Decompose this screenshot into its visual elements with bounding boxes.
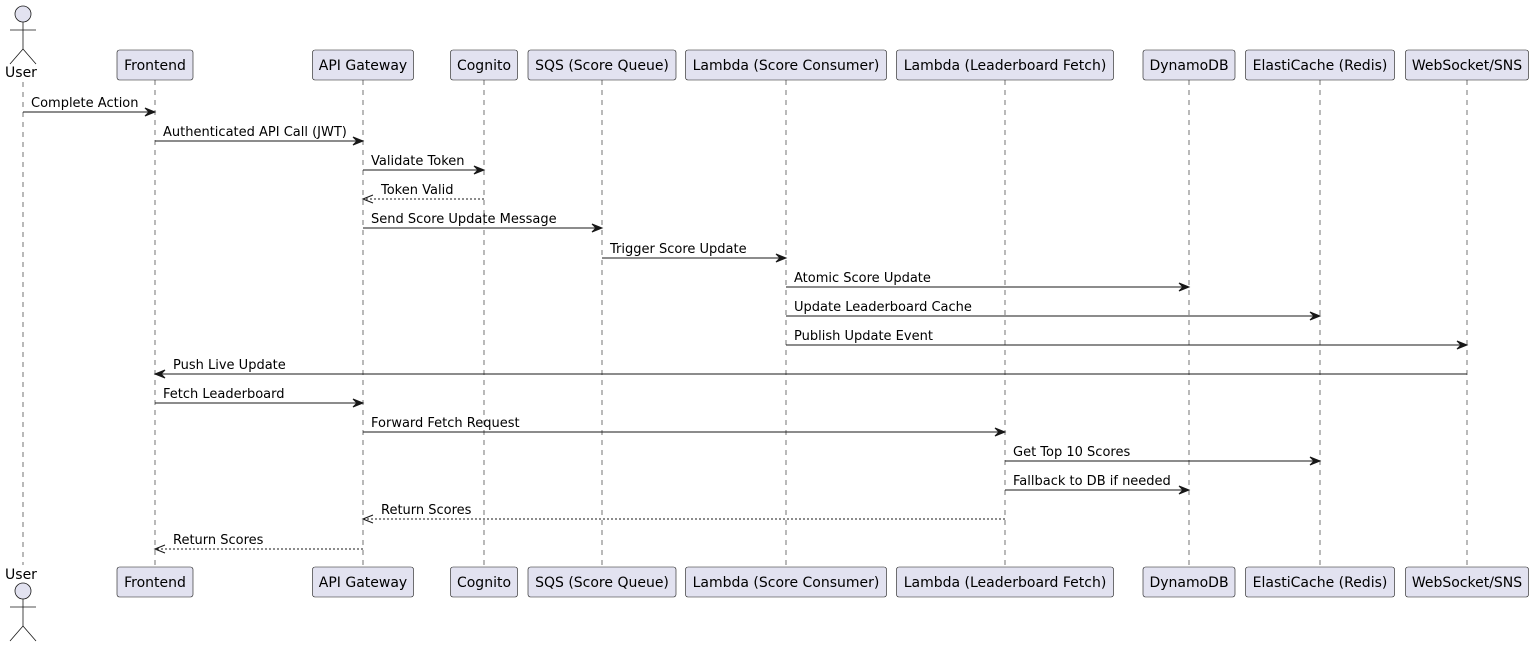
participant-elasticache-top: ElastiCache (Redis) — [1245, 49, 1395, 81]
actor-label: User — [5, 65, 37, 81]
arrowhead-icon — [352, 398, 365, 408]
actor-user-bottom: User — [5, 567, 37, 642]
actor-user-top: User — [5, 5, 37, 81]
participant-label: WebSocket/SNS — [1412, 575, 1522, 591]
message-label: Push Live Update — [173, 358, 286, 373]
participant-dynamodb-bottom: DynamoDB — [1142, 566, 1236, 598]
message-label: Complete Action — [31, 96, 139, 111]
participant-label: Cognito — [457, 58, 511, 74]
participant-cognito-bottom: Cognito — [450, 566, 518, 598]
arrowhead-icon — [153, 544, 166, 554]
participant-label: Lambda (Leaderboard Fetch) — [904, 575, 1107, 591]
arrowhead-icon — [153, 369, 166, 379]
message-label: Return Scores — [173, 533, 264, 548]
participant-label: Frontend — [124, 575, 186, 591]
participant-label: Lambda (Leaderboard Fetch) — [904, 58, 1107, 74]
message-label: Send Score Update Message — [371, 212, 557, 227]
message-2: Authenticated API Call (JWT) — [155, 125, 365, 146]
participant-apigw-bottom: API Gateway — [312, 566, 414, 598]
message-label: Forward Fetch Request — [371, 416, 520, 431]
participant-label: API Gateway — [319, 575, 407, 591]
actor-icon — [9, 5, 37, 65]
actor-label: User — [5, 567, 37, 583]
arrowhead-icon — [1456, 340, 1469, 350]
arrowhead-icon — [1178, 282, 1191, 292]
message-label: Publish Update Event — [794, 329, 933, 344]
message-13: Get Top 10 Scores — [1005, 445, 1322, 466]
message-label: Fetch Leaderboard — [163, 387, 285, 402]
participant-lambda_consumer-top: Lambda (Score Consumer) — [685, 49, 887, 81]
participant-label: SQS (Score Queue) — [535, 58, 669, 74]
message-label: Trigger Score Update — [609, 242, 747, 257]
arrowhead-icon — [361, 514, 374, 524]
arrowhead-icon — [144, 107, 157, 117]
message-label: Get Top 10 Scores — [1013, 445, 1130, 460]
participant-lambda_fetch-top: Lambda (Leaderboard Fetch) — [896, 49, 1114, 81]
message-label: Validate Token — [371, 154, 465, 169]
participant-frontend-bottom: Frontend — [116, 566, 194, 598]
participant-label: API Gateway — [319, 58, 407, 74]
participant-apigw-top: API Gateway — [312, 49, 414, 81]
arrowhead-icon — [473, 165, 486, 175]
message-16: Return Scores — [153, 533, 363, 554]
message-label: Token Valid — [380, 183, 453, 198]
participant-label: Lambda (Score Consumer) — [693, 58, 880, 74]
message-12: Forward Fetch Request — [363, 416, 1007, 437]
arrowhead-icon — [352, 136, 365, 146]
arrowhead-icon — [775, 253, 788, 263]
message-3: Validate Token — [363, 154, 486, 175]
participant-lambda_fetch-bottom: Lambda (Leaderboard Fetch) — [896, 566, 1114, 598]
arrowhead-icon — [361, 194, 374, 204]
participant-websocket-top: WebSocket/SNS — [1405, 49, 1529, 81]
participant-label: SQS (Score Queue) — [535, 575, 669, 591]
arrowhead-icon — [1309, 456, 1322, 466]
message-1: Complete Action — [23, 96, 157, 117]
message-4: Token Valid — [361, 183, 484, 204]
lifelines — [22, 80, 1468, 567]
participant-lambda_consumer-bottom: Lambda (Score Consumer) — [685, 566, 887, 598]
participant-label: Cognito — [457, 575, 511, 591]
message-10: Push Live Update — [153, 358, 1467, 379]
arrowhead-icon — [591, 223, 604, 233]
participant-label: ElastiCache (Redis) — [1253, 575, 1388, 591]
arrowhead-icon — [994, 427, 1007, 437]
message-14: Fallback to DB if needed — [1005, 474, 1191, 495]
participant-cognito-top: Cognito — [450, 49, 518, 81]
participants-top: User Frontend API Gateway Cognito SQS (Score… — [5, 5, 1529, 81]
participant-sqs-bottom: SQS (Score Queue) — [527, 566, 677, 598]
message-8: Update Leaderboard Cache — [786, 300, 1322, 321]
arrowhead-icon — [1309, 311, 1322, 321]
participant-label: Frontend — [124, 58, 186, 74]
actor-icon — [9, 582, 37, 642]
participant-dynamodb-top: DynamoDB — [1142, 49, 1236, 81]
participant-elasticache-bottom: ElastiCache (Redis) — [1245, 566, 1395, 598]
message-5: Send Score Update Message — [363, 212, 604, 233]
message-11: Fetch Leaderboard — [155, 387, 365, 408]
message-label: Update Leaderboard Cache — [794, 300, 972, 315]
message-15: Return Scores — [361, 503, 1005, 524]
participant-label: WebSocket/SNS — [1412, 58, 1522, 74]
participant-label: DynamoDB — [1149, 575, 1228, 591]
arrowhead-icon — [1178, 485, 1191, 495]
message-label: Fallback to DB if needed — [1013, 474, 1171, 489]
participant-websocket-bottom: WebSocket/SNS — [1405, 566, 1529, 598]
participant-label: Lambda (Score Consumer) — [693, 575, 880, 591]
participant-sqs-top: SQS (Score Queue) — [527, 49, 677, 81]
message-label: Atomic Score Update — [794, 271, 931, 286]
message-6: Trigger Score Update — [602, 242, 788, 263]
message-label: Return Scores — [381, 503, 472, 518]
message-9: Publish Update Event — [786, 329, 1469, 350]
participant-frontend-top: Frontend — [116, 49, 194, 81]
participant-label: DynamoDB — [1149, 58, 1228, 74]
participant-label: ElastiCache (Redis) — [1253, 58, 1388, 74]
message-7: Atomic Score Update — [786, 271, 1191, 292]
message-label: Authenticated API Call (JWT) — [163, 125, 347, 140]
